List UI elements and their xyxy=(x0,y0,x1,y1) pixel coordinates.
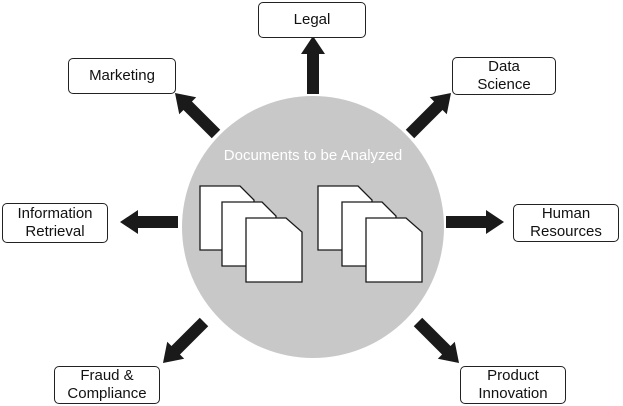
document-icon xyxy=(365,217,423,283)
legal-label: Legal xyxy=(293,11,331,28)
marketing-label: Marketing xyxy=(89,67,155,84)
arrow-to-information-retrieval xyxy=(120,210,178,234)
product-innovation-label: Product Innovation xyxy=(478,367,548,402)
arrow-to-marketing xyxy=(166,84,225,143)
human-resources-box: Human Resources xyxy=(513,204,619,242)
documents-circle xyxy=(182,96,444,358)
arrow-to-legal xyxy=(301,36,325,94)
data-science-box: Data Science xyxy=(452,57,556,95)
information-retrieval-label: Information Retrieval xyxy=(17,205,93,240)
data-science-label: Data Science xyxy=(477,58,531,93)
product-innovation-box: Product Innovation xyxy=(460,366,566,404)
arrow-to-fraud-compliance xyxy=(154,313,213,372)
human-resources-label: Human Resources xyxy=(530,205,602,240)
fraud-compliance-box: Fraud & Compliance xyxy=(54,366,160,404)
document-stack-left xyxy=(199,185,303,283)
information-retrieval-box: Information Retrieval xyxy=(2,203,108,243)
arrow-to-human-resources xyxy=(446,210,504,234)
marketing-box: Marketing xyxy=(68,58,176,94)
legal-box: Legal xyxy=(258,2,366,38)
fraud-compliance-label: Fraud & Compliance xyxy=(67,367,147,402)
arrow-to-data-science xyxy=(401,84,460,143)
document-icon xyxy=(245,217,303,283)
arrow-to-product-innovation xyxy=(409,313,468,372)
center-label: Documents to be Analyzed xyxy=(223,147,403,164)
document-stack-right xyxy=(317,185,423,283)
